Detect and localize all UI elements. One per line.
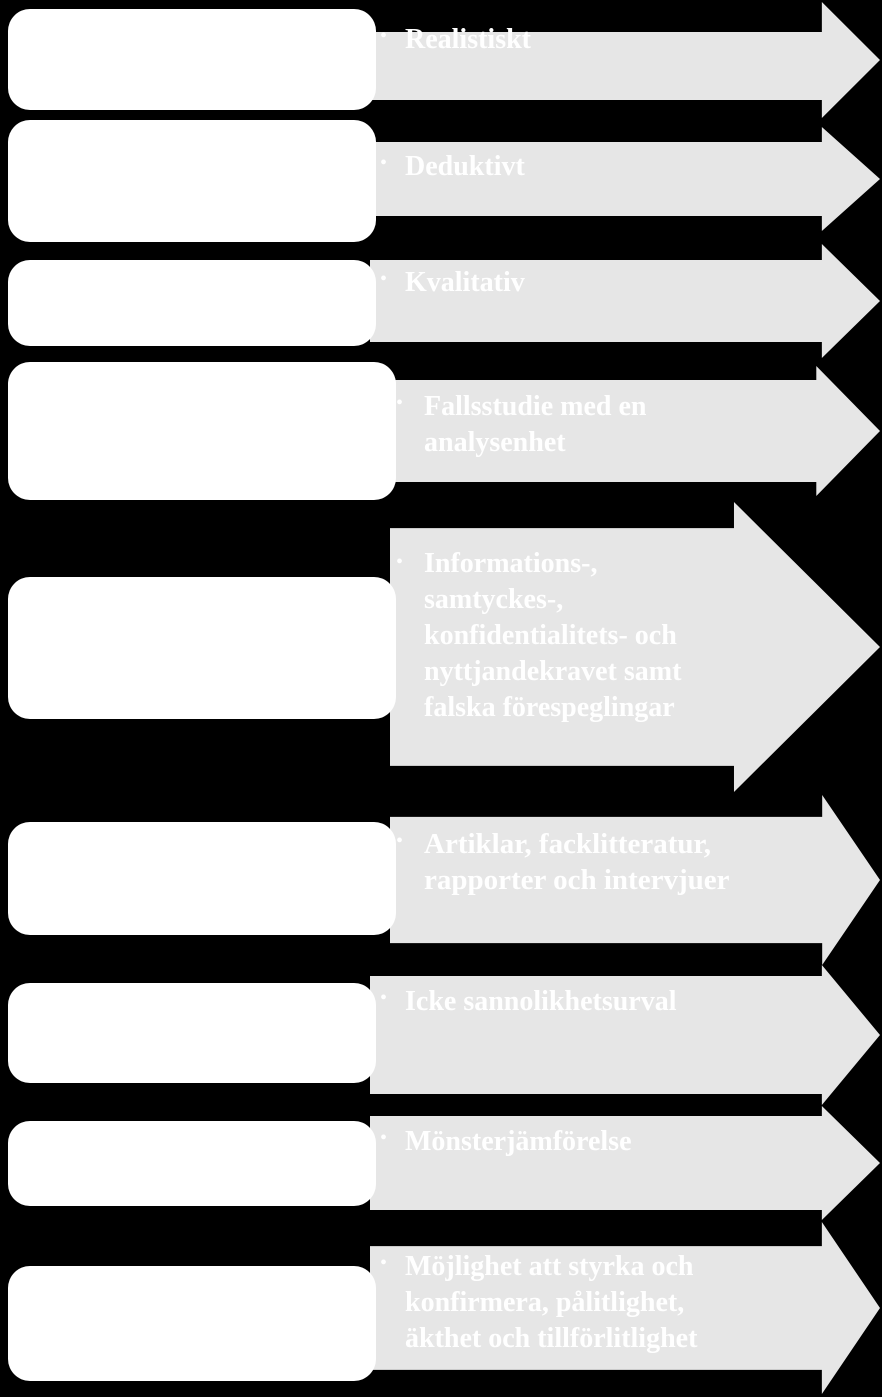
text-line: falska förespeglingar xyxy=(424,692,675,723)
arrow-label: Realistiskt xyxy=(405,22,531,58)
row-box xyxy=(8,9,376,110)
text-line: rapporter och intervjuer xyxy=(424,864,730,896)
text-line: äkthet och tillförlitlighet xyxy=(405,1323,698,1354)
text-line: Realistiskt xyxy=(405,24,531,55)
arrow-label: Fallsstudie med en analysenhet xyxy=(424,389,646,461)
text-line: nyttjandekravet samt xyxy=(424,656,682,687)
bullet-icon: • xyxy=(396,551,404,573)
bullet-icon: • xyxy=(380,1252,388,1274)
text-line: Deduktivt xyxy=(405,151,525,182)
arrow-shape xyxy=(370,1106,880,1220)
bullet-icon: • xyxy=(380,268,388,290)
text-line: analysenhet xyxy=(424,427,566,458)
arrow-shape xyxy=(390,795,880,965)
text-line: Icke sannolikhetsurval xyxy=(405,986,677,1017)
arrow-shape xyxy=(370,965,880,1105)
arrow-label: Mönsterjämförelse xyxy=(405,1124,632,1160)
text-line: Informations-, xyxy=(424,548,598,579)
row-box xyxy=(8,362,396,500)
arrow-label: Icke sannolikhetsurval xyxy=(405,984,677,1020)
arrow-label: Artiklar, facklitteratur, rapporter och … xyxy=(424,826,730,898)
bullet-icon: • xyxy=(380,987,388,1009)
arrow-shape xyxy=(370,244,880,358)
bullet-icon: • xyxy=(380,152,388,174)
row-box xyxy=(8,577,396,719)
text-line: konfirmera, pålitlighet, xyxy=(405,1287,685,1318)
arrow-label: Kvalitativ xyxy=(405,265,525,301)
text-line: Kvalitativ xyxy=(405,267,525,298)
row-box xyxy=(8,120,376,242)
text-line: Fallsstudie med en xyxy=(424,391,647,422)
arrow-shape xyxy=(370,127,880,231)
row-box xyxy=(8,1121,376,1206)
text-line: Mönsterjämförelse xyxy=(405,1126,632,1157)
text-line: Artiklar, facklitteratur, xyxy=(424,828,711,860)
arrow-label: Möjlighet att styrka och konfirmera, pål… xyxy=(405,1249,697,1357)
row-box xyxy=(8,260,376,346)
bullet-icon: • xyxy=(380,1127,388,1149)
arrow-label: Deduktivt xyxy=(405,149,525,185)
row-box xyxy=(8,983,376,1083)
arrow-shape xyxy=(370,1222,880,1394)
arrow-label: Informations-, samtyckes-, konfidentiali… xyxy=(424,546,681,726)
bullet-icon: • xyxy=(380,25,388,47)
arrow-shape xyxy=(390,366,880,496)
arrow-shape xyxy=(370,2,880,118)
bullet-icon: • xyxy=(396,830,404,852)
text-line: konfidentialitets- och xyxy=(424,620,677,651)
row-box xyxy=(8,1266,376,1381)
row-box xyxy=(8,822,396,935)
bullet-icon: • xyxy=(396,392,404,414)
text-line: samtyckes-, xyxy=(424,584,564,615)
text-line: Möjlighet att styrka och xyxy=(405,1251,694,1282)
